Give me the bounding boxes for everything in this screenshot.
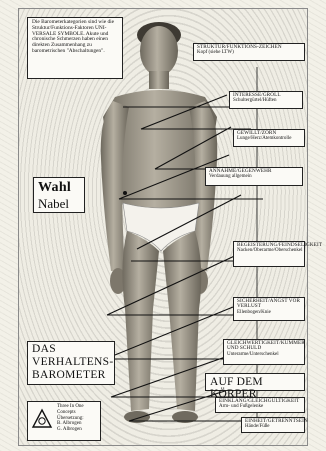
nabel-label: Nabel (38, 196, 69, 211)
category-sub: Schultergürtel/Hüften (233, 98, 299, 103)
wahl-pointer-dot (123, 191, 127, 195)
category-box-2: INTERESSE/GROLL Schultergürtel/Hüften (229, 91, 303, 109)
category-sub: Unterarme/Unterschenkel (227, 352, 301, 357)
credit-line-5: G. Albrogen (57, 427, 97, 433)
title-line-3: BAROMETER (32, 369, 110, 382)
category-box-1: STRUKTUR/FUNKTIONS-ZEICHEN Kopf (siehe L… (193, 43, 305, 61)
wahl-nabel-box: Wahl Nabel (33, 177, 85, 213)
wahl-label: Wahl (38, 180, 71, 195)
category-box-6: SICHERHEIT/ANGST VOR VERLUST Ellenbogen/… (233, 297, 305, 321)
category-box-4: ANNAHME/GEGENWEHR Verdauung allgemein (205, 167, 303, 186)
intro-text: Die Barometerkategorien sind wie die Str… (32, 19, 114, 54)
category-sub: Kopf (siehe LTW) (197, 50, 301, 55)
title-line-2: VERHALTENS- (32, 356, 110, 369)
body-title-box: AUF DEM KÖRPER (205, 373, 305, 391)
barometer-title-box: DAS VERHALTENS- BAROMETER (27, 341, 115, 385)
category-sub: Hände/Füße (245, 424, 301, 429)
credit-box: Three In One Concepts Übersetzung: B. Al… (27, 401, 101, 441)
category-sub: Ellenbogen/Knie (237, 310, 301, 315)
poster-frame: Die Barometerkategorien sind wie die Str… (18, 8, 308, 446)
intro-text-box: Die Barometerkategorien sind wie die Str… (27, 17, 123, 79)
triangle-logo-icon (31, 408, 53, 430)
title-line-1: DAS (32, 343, 110, 356)
category-sub: Nacken/Oberarme/Oberschenkel (237, 248, 301, 253)
category-title: GLEICHWERTIGKEIT/KUMMER UND SCHULD (227, 341, 301, 352)
category-box-3: GEWILLT/ZORN Lunge/Herz/Atemkontrolle (233, 129, 305, 147)
category-title: SICHERHEIT/ANGST VOR VERLUST (237, 299, 301, 310)
category-box-9: EINHEIT/GETRENNTSEIN Hände/Füße (241, 417, 305, 433)
category-sub: Lunge/Herz/Atemkontrolle (237, 136, 301, 141)
category-sub: Verdauung allgemein (209, 174, 299, 179)
title-right: AUF DEM KÖRPER (210, 376, 263, 400)
category-box-5: BEGEISTERUNG/FEINDSELIGKEIT Nacken/Obera… (233, 241, 305, 267)
category-box-7: GLEICHWERTIGKEIT/KUMMER UND SCHULD Unter… (223, 339, 305, 365)
category-sub: Arm- und Fußgelenke (219, 404, 301, 409)
